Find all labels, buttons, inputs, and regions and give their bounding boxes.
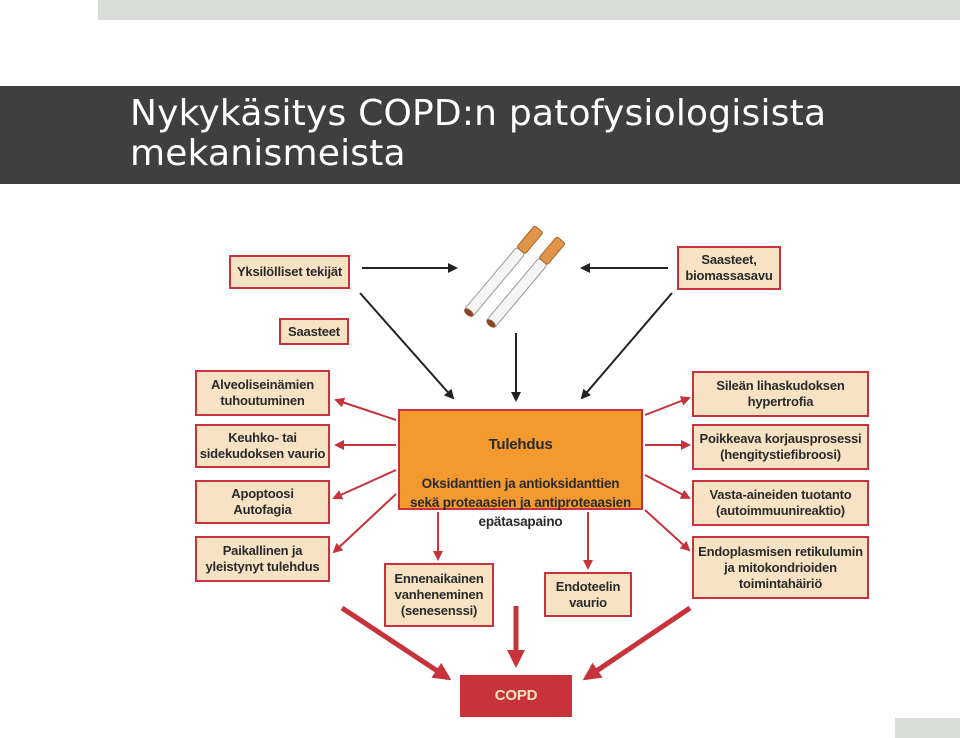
- right-effect-arrows: [644, 396, 691, 552]
- slide-title: Nykykäsitys COPD:n patofysiologisista me…: [130, 93, 827, 174]
- effect-tissue-damage: Keuhko- tai sidekudoksen vaurio: [195, 424, 330, 468]
- inflammation-center-box: Tulehdus Oksidanttien ja antioksidanttie…: [398, 409, 643, 529]
- cause-arrows: [359, 263, 673, 402]
- imbalance-text: Oksidanttien ja antioksidanttien sekä pr…: [409, 476, 632, 529]
- corner-decor-block: [895, 718, 960, 738]
- effect-smooth-muscle-hypertrophy: Sileän lihaskudoksen hypertrofia: [692, 371, 869, 417]
- cause-pollutants: Saasteet: [279, 318, 349, 345]
- left-effect-arrows: [332, 397, 397, 554]
- effect-abnormal-repair: Poikkeava korjausprosessi (hengitystiefi…: [692, 424, 869, 470]
- effect-premature-aging: Ennenaikainen vanheneminen (senesenssi): [384, 563, 494, 627]
- inflammation-title: Tulehdus: [488, 436, 553, 453]
- effect-endothelial-damage: Endoteelin vaurio: [544, 572, 632, 617]
- title-band: [0, 86, 960, 184]
- effect-er-mitochondria-dysfunction: Endoplasmisen retikulumin ja mitokondrio…: [692, 536, 869, 599]
- effect-apoptosis-autophagy: Apoptoosi Autofagia: [195, 480, 330, 524]
- copd-outcome-box: COPD: [460, 675, 572, 717]
- effect-local-systemic-inflammation: Paikallinen ja yleistynyt tulehdus: [195, 536, 330, 582]
- cause-pollutants-biomass: Saasteet, biomassasavu: [677, 246, 781, 290]
- cigarette-icon: [464, 225, 565, 328]
- cause-individual-factors: Yksilölliset tekijät: [229, 255, 350, 289]
- bottom-effect-arrows: [433, 512, 593, 570]
- copd-arrows: [340, 605, 692, 681]
- effect-alveolar-destruction: Alveoliseinämien tuhoutuminen: [195, 370, 330, 416]
- effect-antibody-production: Vasta-aineiden tuotanto (autoimmuunireak…: [692, 480, 869, 526]
- top-decor-strip: [98, 0, 960, 20]
